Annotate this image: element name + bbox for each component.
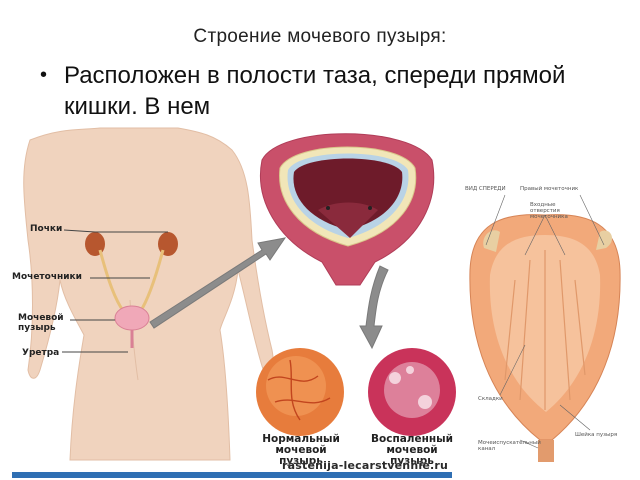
- bullet-marker: •: [40, 64, 48, 86]
- caption-normal-line1: Нормальный: [262, 433, 340, 445]
- bullet-text: Расположен в полости таза, спереди прямо…: [64, 62, 566, 120]
- anatomy-label-openings: Входные отверстия мочеточника: [530, 202, 568, 220]
- label-bladder-2: пузырь: [18, 323, 56, 333]
- caption-normal-line2: мочевой: [275, 444, 327, 456]
- label-urethra: Уретра: [22, 348, 60, 358]
- anatomy-label-ureter: Правый мочеточник: [520, 186, 579, 192]
- bladder-anatomy-illustration: [469, 194, 621, 462]
- caption-normal-line3: пузырь: [279, 455, 323, 467]
- normal-bladder-photo: [256, 348, 344, 436]
- bladder-drawing: [114, 305, 150, 331]
- arrows: [149, 237, 389, 350]
- caption-inflamed-line3: пузырь: [390, 455, 434, 467]
- slide-title: Строение мочевого пузыря:: [193, 26, 447, 47]
- caption-inflamed-line1: Воспаленный: [371, 433, 453, 445]
- bladder-cross-section: [260, 133, 435, 286]
- label-ureters: Мочеточники: [12, 272, 82, 282]
- label-kidneys: Почки: [30, 224, 63, 234]
- anatomy-label-view: ВИД СПЕРЕДИ: [465, 186, 506, 192]
- caption-inflamed-line2: мочевой: [386, 444, 438, 456]
- label-bladder-1: Мочевой: [18, 313, 64, 323]
- anatomy-label-folds: Складки: [478, 396, 503, 402]
- caption-normal-bladder: Нормальный мочевой пузырь: [255, 434, 347, 467]
- anatomy-label-neck: Шейка пузыря: [575, 432, 618, 438]
- caption-inflamed-bladder: Воспаленный мочевой пузырь: [364, 434, 460, 467]
- anatomy-label-sphincter: Мочеиспускательный канал: [478, 440, 541, 452]
- leader-lines: [62, 229, 168, 353]
- bottom-bar: [12, 472, 452, 478]
- inflamed-bladder-photo: [368, 348, 456, 436]
- watermark: rastenija-lecarstvennie.ru: [282, 459, 449, 472]
